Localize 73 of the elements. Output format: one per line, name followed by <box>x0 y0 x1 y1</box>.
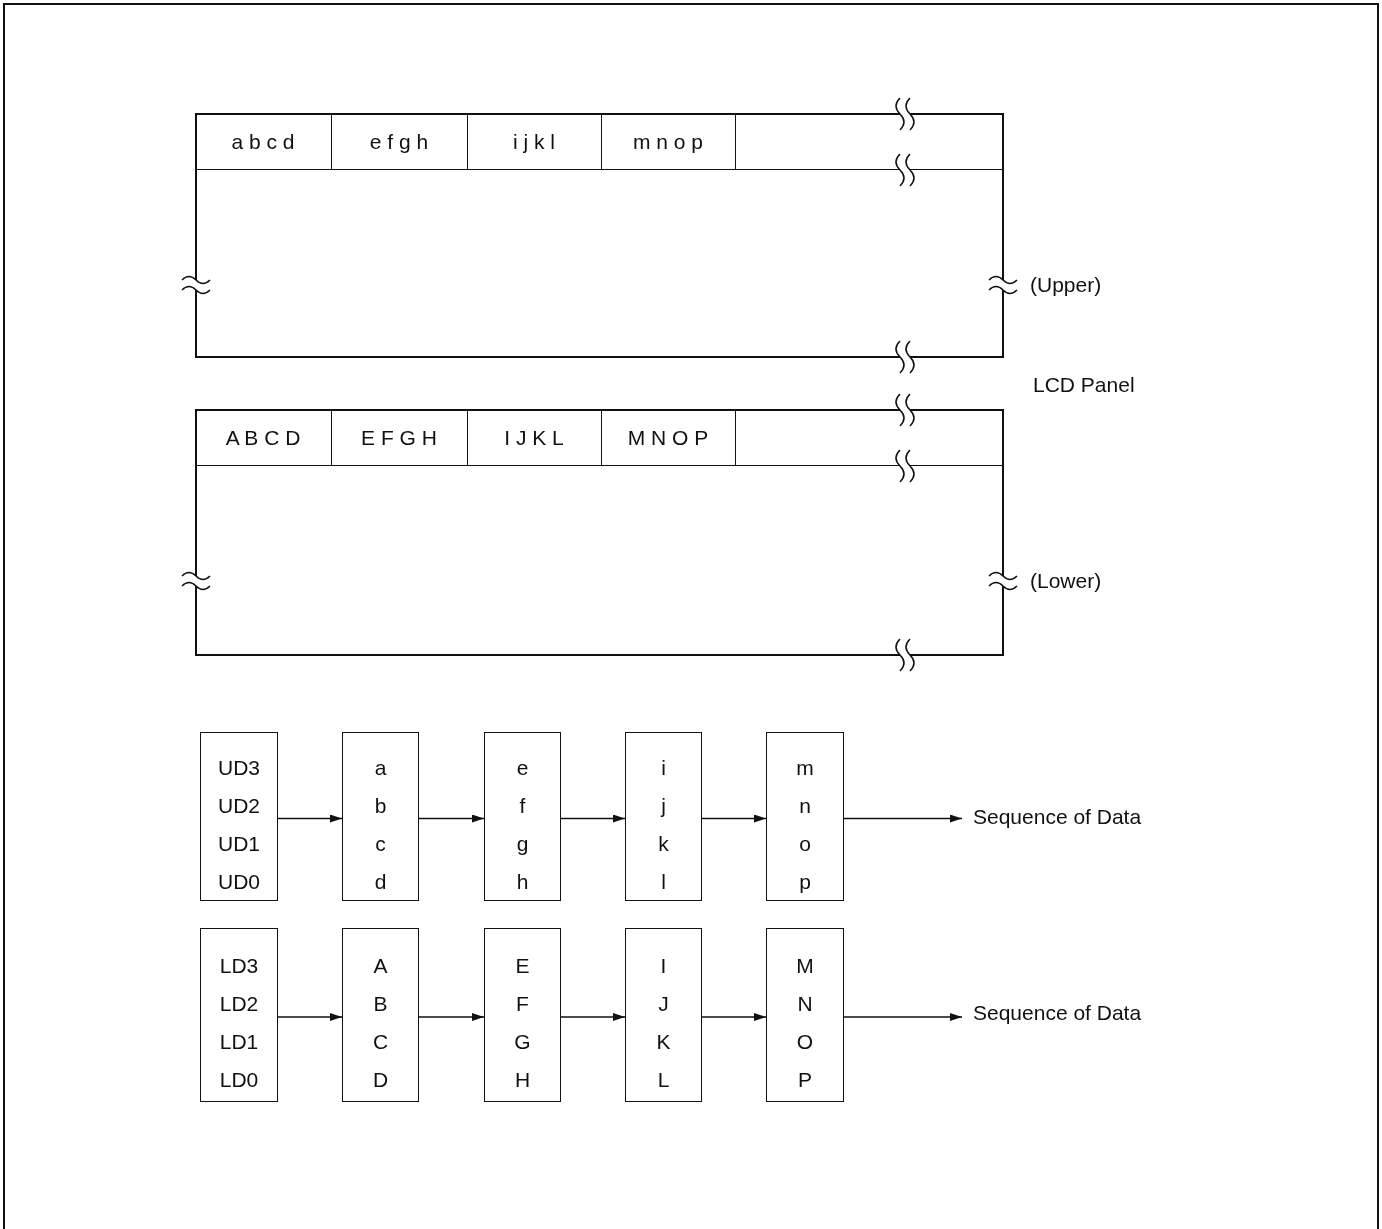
bit-label: n <box>798 793 812 818</box>
bit-label: L <box>656 1068 671 1092</box>
bit-label: d <box>373 869 388 894</box>
bit-label: C <box>371 1030 390 1054</box>
bit-label: a <box>373 755 388 780</box>
bit-label: N <box>796 992 814 1016</box>
cell-text: M N O P <box>627 425 709 450</box>
bit-label: LD1 <box>218 1030 260 1054</box>
arrow <box>701 814 767 823</box>
cell-text: A B C D <box>225 425 301 450</box>
panel-side-label: (Upper) <box>1030 272 1102 298</box>
data-register-box <box>342 928 419 1102</box>
arrow <box>843 814 963 823</box>
arrow <box>843 1013 963 1021</box>
data-register-box <box>625 928 702 1102</box>
bit-label: K <box>655 1030 672 1054</box>
sequence-label: Sequence of Data <box>973 805 1142 829</box>
data-register-box <box>766 928 844 1102</box>
cell-text: e f g h <box>369 129 429 154</box>
arrow <box>277 814 343 823</box>
bit-label: G <box>513 1030 532 1054</box>
bit-label: M <box>795 954 815 978</box>
bit-label: A <box>372 954 389 978</box>
data-register-box <box>342 732 419 901</box>
bit-label: k <box>657 831 670 856</box>
data-register-box <box>200 928 278 1102</box>
data-register-box <box>625 732 702 901</box>
cell-text: a b c d <box>231 129 295 154</box>
bit-label: o <box>798 831 812 856</box>
bit-label: h <box>515 869 530 894</box>
data-register-box <box>484 732 561 901</box>
data-register-box <box>766 732 844 901</box>
sequence-label: Sequence of Data <box>973 1001 1142 1025</box>
arrow <box>701 1013 767 1021</box>
bit-label: P <box>797 1068 813 1092</box>
bit-label: i <box>660 755 667 780</box>
bit-label: LD0 <box>218 1068 260 1092</box>
cell-text: I J K L <box>504 425 564 450</box>
bit-label: UD1 <box>217 831 261 856</box>
bit-label: F <box>515 992 530 1016</box>
arrow <box>560 814 626 823</box>
bit-label: J <box>657 992 670 1016</box>
panel-title: LCD Panel <box>1033 372 1135 398</box>
bit-label: p <box>798 869 812 894</box>
bit-label: E <box>514 954 531 978</box>
bit-label: LD2 <box>218 992 260 1016</box>
bit-label: b <box>373 793 388 818</box>
bit-label: g <box>515 831 530 856</box>
bit-label: I <box>659 954 668 978</box>
bit-label: m <box>795 755 815 780</box>
bit-label: j <box>659 793 667 818</box>
arrow <box>418 1013 485 1021</box>
cell-text: m n o p <box>632 129 703 154</box>
arrow <box>277 1013 343 1021</box>
cell-text: E F G H <box>361 425 437 450</box>
bit-label: D <box>371 1068 390 1092</box>
cell-text: i j k l <box>513 129 555 154</box>
bit-label: H <box>513 1068 532 1092</box>
bit-label: UD3 <box>217 755 261 780</box>
bit-label: UD0 <box>217 869 261 894</box>
panel-side-label: (Lower) <box>1030 568 1102 594</box>
bit-label: LD3 <box>218 954 260 978</box>
bit-label: B <box>372 992 389 1016</box>
data-register-box <box>200 732 278 901</box>
bit-label: e <box>515 755 530 780</box>
data-register-box <box>484 928 561 1102</box>
bit-label: O <box>795 1030 815 1054</box>
arrow <box>560 1013 626 1021</box>
bit-label: UD2 <box>217 793 261 818</box>
bit-label: f <box>518 793 527 818</box>
arrow <box>418 814 485 823</box>
bit-label: c <box>374 831 387 856</box>
bit-label: l <box>660 869 667 894</box>
